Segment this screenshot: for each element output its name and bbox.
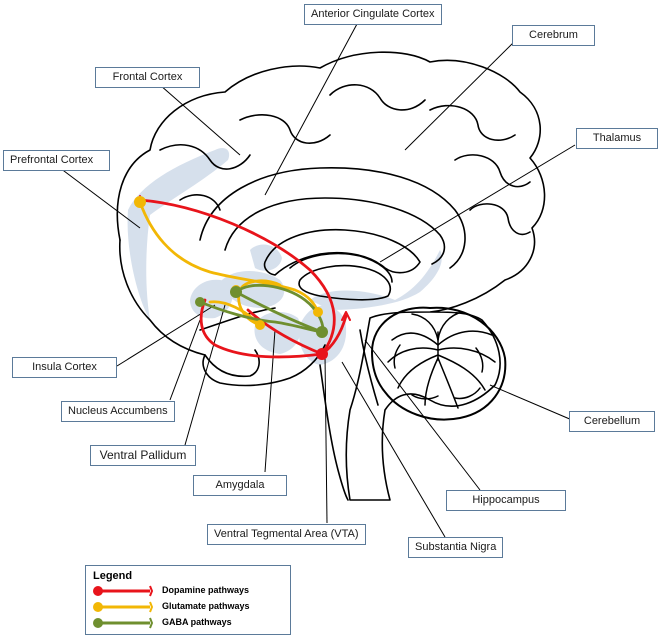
leader-lines	[59, 23, 576, 538]
leader-cerebellum	[489, 384, 573, 421]
gaba-pathway-3	[234, 284, 325, 334]
leader-anterior-cingulate	[264, 23, 358, 196]
label-ventral-pallidum: Ventral Pallidum	[90, 445, 196, 466]
leader-frontal-cortex	[159, 84, 241, 156]
legend-label-gaba: GABA pathways	[162, 617, 232, 627]
leader-ventral-pallidum	[184, 304, 226, 446]
gyrus-1	[159, 144, 251, 170]
glutamate-node-pfc	[134, 196, 146, 208]
insula-region	[250, 244, 282, 271]
leader-prefrontal-cortex	[59, 167, 141, 229]
leader-nucleus-accumbens	[169, 319, 201, 401]
legend: Legend Dopamine pathways Glutamate pathw…	[85, 565, 291, 635]
gyrus-3	[329, 84, 426, 111]
leader-insula	[116, 304, 216, 367]
nucleus-accumbens-region	[190, 279, 233, 319]
label-cerebellum: Cerebellum	[569, 411, 655, 432]
gaba-node-vp	[230, 286, 242, 298]
brain-outline	[116, 51, 546, 501]
gyrus-4	[429, 104, 516, 141]
leader-thalamus	[379, 144, 576, 263]
thalamus-region	[310, 250, 442, 310]
gyrus-6	[469, 203, 531, 236]
fornix	[289, 252, 393, 283]
label-frontal-cortex: Frontal Cortex	[95, 67, 200, 88]
legend-label-dopamine: Dopamine pathways	[162, 585, 250, 595]
corpus-callosum	[263, 228, 421, 276]
label-vta: Ventral Tegmental Area (VTA)	[207, 524, 366, 545]
gaba-pathway-2	[198, 300, 324, 334]
frontal-underside	[119, 239, 260, 378]
label-nucleus-accumbens: Nucleus Accumbens	[61, 401, 175, 422]
leader-amygdala	[264, 329, 276, 473]
highlighted-regions	[127, 148, 442, 365]
legend-item-glutamate: Glutamate pathways	[86, 600, 292, 614]
leader-cerebrum	[404, 41, 515, 151]
glutamate-legend-swatch	[93, 601, 154, 613]
thalamus-outline	[298, 264, 391, 301]
legend-item-dopamine: Dopamine pathways	[86, 584, 292, 598]
temporal-lobe	[202, 344, 326, 387]
pathway-nodes	[134, 196, 328, 360]
brainstem-left	[319, 364, 349, 501]
glutamate-pathway-pfc	[138, 200, 320, 314]
leader-substantia-nigra	[341, 361, 446, 538]
gaba-legend-swatch	[93, 617, 154, 629]
glutamate-node-amygdala	[255, 320, 265, 330]
dopamine-pathway-pfc	[138, 198, 336, 356]
gaba-node-nac	[195, 297, 205, 307]
dopamine-pathway-nac	[199, 298, 324, 359]
label-anterior-cingulate-cortex: Anterior Cingulate Cortex	[304, 4, 442, 25]
leader-hippocampus	[364, 339, 481, 491]
label-cerebrum: Cerebrum	[512, 25, 595, 46]
glutamate-node-thalamus	[313, 307, 323, 317]
legend-item-gaba: GABA pathways	[86, 616, 292, 630]
legend-label-glutamate: Glutamate pathways	[162, 601, 250, 611]
label-hippocampus: Hippocampus	[446, 490, 566, 511]
label-insula-cortex: Insula Cortex	[12, 357, 117, 378]
label-substantia-nigra: Substantia Nigra	[408, 537, 504, 558]
brainstem-right	[359, 329, 379, 406]
gaba-pathway-1	[234, 290, 324, 334]
cerebellum	[370, 306, 507, 421]
dopamine-pathway-amygdala	[246, 308, 324, 356]
glutamate-pathway-nac	[208, 300, 262, 327]
gaba-node-vta	[316, 326, 328, 338]
gyrus-5	[454, 154, 531, 188]
label-prefrontal-cortex: Prefrontal Cortex	[3, 150, 110, 171]
label-thalamus: Thalamus	[576, 128, 658, 149]
legend-title: Legend	[93, 570, 133, 582]
dopamine-node-vta	[316, 348, 328, 360]
gyrus-2	[239, 114, 331, 144]
dopamine-legend-swatch	[93, 585, 154, 597]
cingulate-inner	[224, 197, 446, 265]
label-amygdala: Amygdala	[193, 475, 287, 496]
prefrontal-cortex-region	[127, 148, 230, 320]
cingulate-outer	[199, 167, 466, 269]
leader-vta	[324, 354, 328, 524]
